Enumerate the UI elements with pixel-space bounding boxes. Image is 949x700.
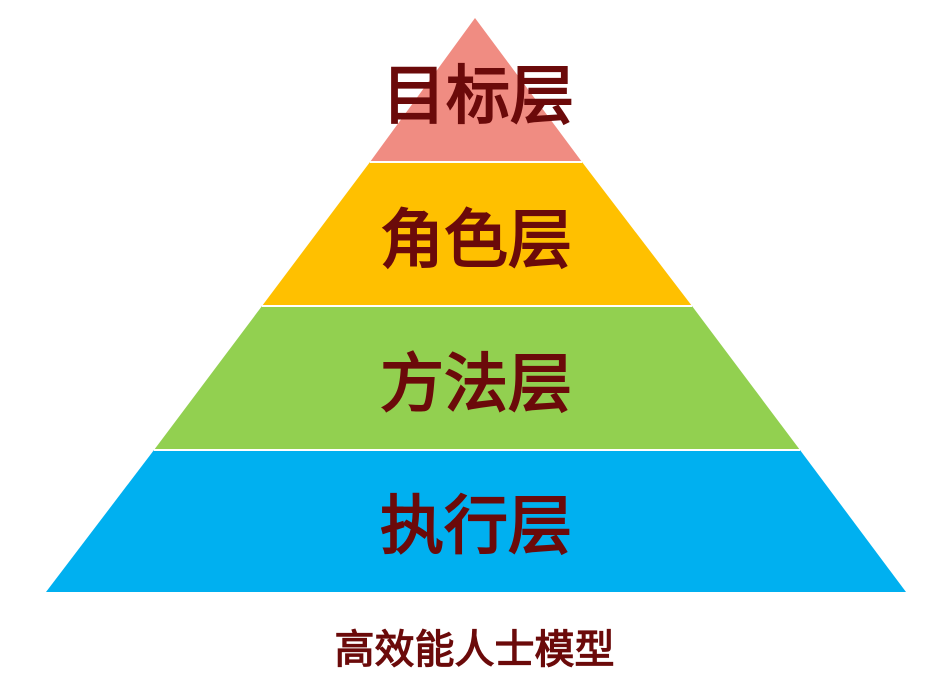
layer-band-execution (46, 450, 906, 592)
layer-label-method: 方法层 (380, 348, 572, 422)
layer-band-role (262, 162, 692, 306)
layer-band-goal (370, 18, 582, 162)
layer-label-execution: 执行层 (380, 490, 572, 564)
layer-band-method (154, 306, 800, 450)
diagram-caption: 高效能人士模型 (334, 627, 615, 673)
layer-label-goal: 目标层 (382, 60, 574, 134)
pyramid-diagram: 目标层 角色层 方法层 执行层 (46, 18, 906, 592)
layer-label-role: 角色层 (380, 204, 572, 278)
